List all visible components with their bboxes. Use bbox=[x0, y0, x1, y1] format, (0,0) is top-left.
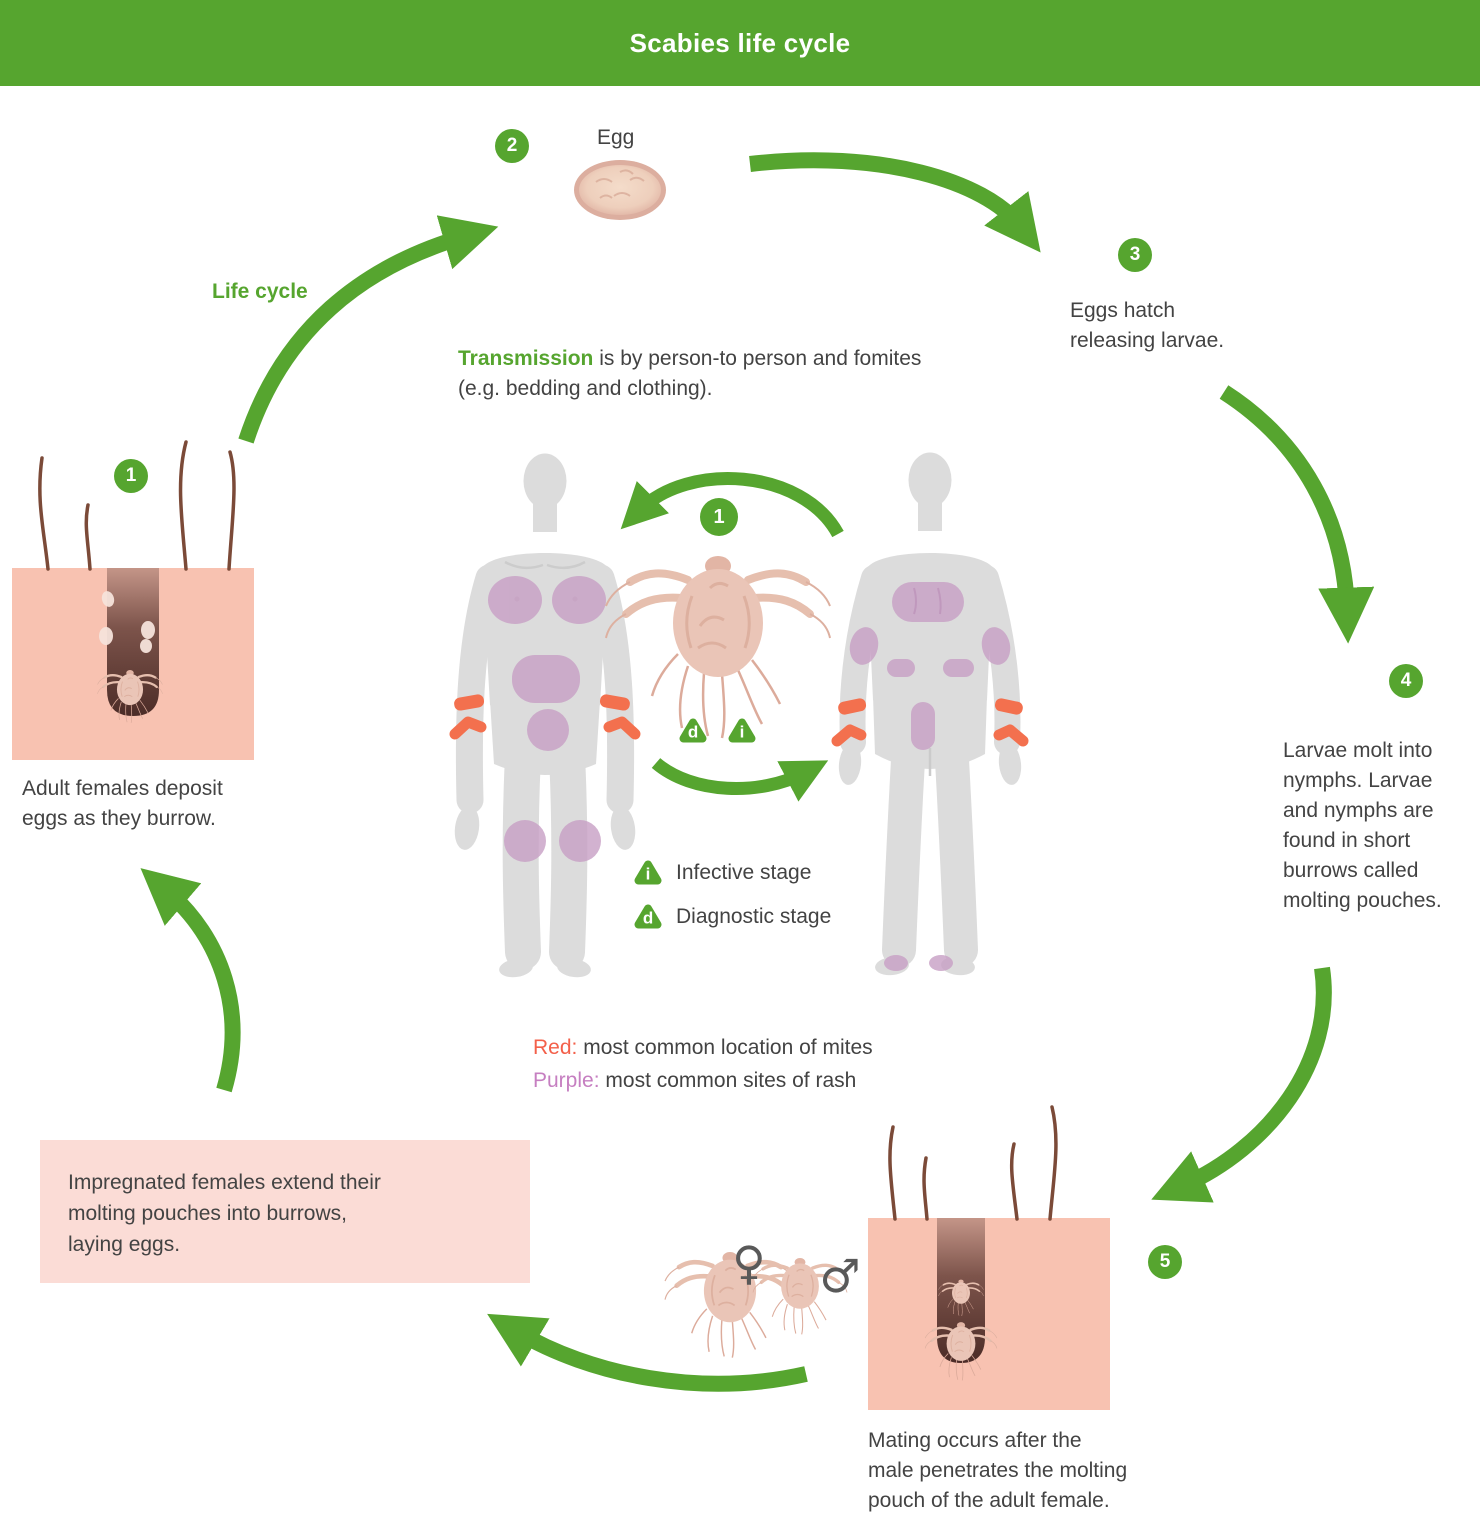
arrow-transmission-left bbox=[620, 472, 844, 538]
life-cycle-label: Life cycle bbox=[212, 280, 308, 303]
cycle-arrows bbox=[140, 152, 1375, 1392]
skin-burrow-illustration-stage5 bbox=[868, 1105, 1110, 1410]
diagnostic-stage-badge: d bbox=[684, 723, 703, 742]
female-mite-illustration bbox=[665, 1252, 795, 1358]
purple-key-text: most common sites of rash bbox=[605, 1069, 857, 1092]
scabies-mite-illustration bbox=[606, 556, 830, 738]
impregnated-females-box: Impregnated females extend their molting… bbox=[40, 1140, 530, 1283]
stage-2-number: 2 bbox=[495, 129, 529, 163]
transmission-lead: Transmission bbox=[458, 347, 594, 370]
legend-badge-letter-d: d bbox=[643, 909, 653, 928]
arrow-stage4-to-stage5 bbox=[1151, 966, 1332, 1203]
infective-stage-label: Infective stage bbox=[676, 861, 812, 884]
stage-3-number: 3 bbox=[1118, 238, 1152, 272]
skin-hairs-stage5 bbox=[888, 1105, 1058, 1221]
female-symbol: ♀ bbox=[732, 1236, 766, 1290]
arrow-transmission-right bbox=[651, 757, 829, 802]
arrow-stage3-to-stage4 bbox=[1219, 385, 1375, 644]
stage-5-text: Mating occurs after the male penetrates … bbox=[868, 1429, 1128, 1512]
stage-4-number: 4 bbox=[1389, 664, 1423, 698]
stage-3-text: Eggs hatch releasing larvae. bbox=[1070, 299, 1225, 352]
rash-sites-front bbox=[488, 576, 606, 862]
infective-stage-icon: i bbox=[629, 856, 667, 890]
transmission-rest: is by person-to person and fomites (e.g.… bbox=[458, 347, 922, 400]
arrow-stage5-to-impregnated-box bbox=[487, 1313, 808, 1392]
skin-hairs-stage1 bbox=[38, 440, 236, 571]
diagnostic-stage-icon: d bbox=[629, 900, 667, 934]
skin-burrow-illustration-stage1 bbox=[12, 440, 254, 760]
human-front-silhouette bbox=[449, 453, 641, 978]
badge-letter-d: d bbox=[688, 723, 698, 742]
human-back-silhouette bbox=[831, 452, 1029, 976]
badge-letter-i: i bbox=[740, 723, 745, 742]
color-key-purple-line: Purple: most common sites of rash bbox=[533, 1064, 873, 1097]
stage-4-text: Larvae molt into nymphs. Larvae and nymp… bbox=[1283, 739, 1442, 912]
stage-5-number: 5 bbox=[1148, 1245, 1182, 1279]
page-title: Scabies life cycle bbox=[629, 27, 851, 58]
infective-stage-badge: i bbox=[733, 723, 752, 742]
stage-1-text: Adult females deposit eggs as they burro… bbox=[22, 777, 223, 830]
mating-mites-illustration: ♀ ♂ bbox=[665, 1236, 861, 1358]
red-key-label: Red: bbox=[533, 1036, 578, 1059]
transmission-note: Transmission is by person-to person and … bbox=[458, 344, 1058, 404]
legend-badge-letter-i: i bbox=[646, 865, 651, 884]
transmission-cycle-number: 1 bbox=[700, 498, 738, 536]
rash-sites-back bbox=[849, 582, 1011, 971]
purple-key-label: Purple: bbox=[533, 1069, 600, 1092]
mite-locations-back bbox=[831, 698, 1029, 747]
mite-locations-front bbox=[449, 694, 641, 740]
arrow-stage2-to-stage3 bbox=[749, 152, 1041, 253]
egg-label: Egg bbox=[597, 126, 635, 149]
male-symbol: ♂ bbox=[819, 1249, 860, 1303]
arrow-stage1-to-stage2 bbox=[238, 215, 499, 444]
diagnostic-stage-label: Diagnostic stage bbox=[676, 905, 832, 928]
arrow-box-to-stage1 bbox=[140, 868, 241, 1093]
legend-infective: i Infective stage bbox=[629, 856, 811, 890]
color-key: Red: most common location of mites Purpl… bbox=[533, 1031, 873, 1097]
stage-1-number: 1 bbox=[114, 459, 148, 493]
red-key-text: most common location of mites bbox=[583, 1036, 873, 1059]
color-key-red-line: Red: most common location of mites bbox=[533, 1031, 873, 1064]
legend-diagnostic: d Diagnostic stage bbox=[629, 900, 831, 934]
title-bar: Scabies life cycle bbox=[0, 0, 1480, 86]
egg-illustration bbox=[574, 160, 666, 220]
